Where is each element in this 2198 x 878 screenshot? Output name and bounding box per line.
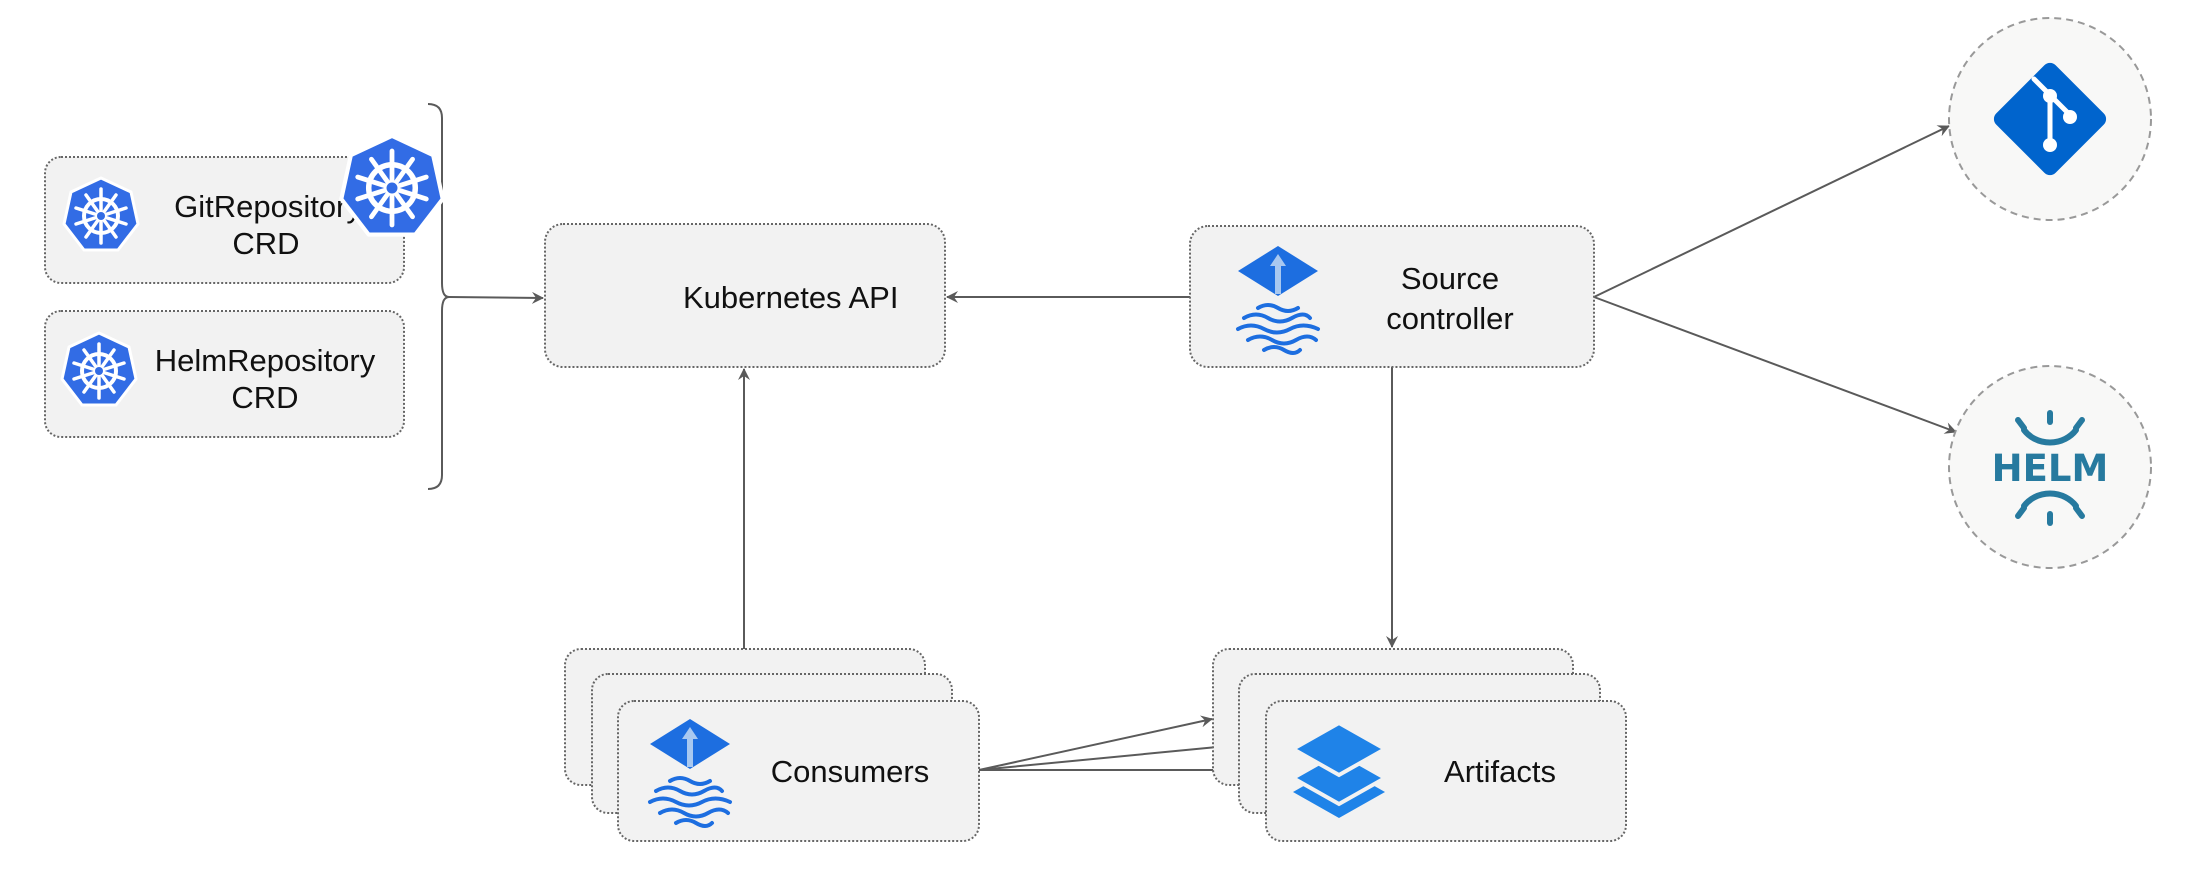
git-icon — [1993, 62, 2107, 176]
artifacts-label: Artifacts — [1444, 754, 1556, 789]
source-controller-label-line1: Source — [1401, 261, 1499, 296]
kubernetes-icon — [60, 331, 138, 407]
node-artifacts[interactable]: Artifacts — [1212, 648, 1627, 842]
layers-icon — [1288, 720, 1390, 818]
edge-source-controller-to-git — [1593, 125, 1950, 298]
node-kubernetes-api[interactable]: Kubernetes API — [341, 136, 946, 368]
helmrepository-crd-label-line1: HelmRepository — [155, 343, 376, 378]
source-controller-label-line2: controller — [1386, 301, 1514, 336]
helm-logo-text: HELM — [1992, 447, 2109, 490]
consumers-label: Consumers — [771, 754, 930, 789]
edge-source-controller-to-helm — [1593, 296, 1957, 434]
kubernetes-icon — [62, 176, 140, 252]
node-git[interactable] — [1948, 17, 2152, 221]
kubernetes-api-label: Kubernetes API — [683, 280, 898, 315]
node-source-controller[interactable]: Source controller — [1189, 225, 1595, 368]
helmrepository-crd-label-line2: CRD — [231, 380, 298, 415]
edge-consumers-to-artifacts-1 — [978, 715, 1213, 771]
edge-crds-to-kubernetes-api — [448, 291, 544, 304]
node-helmrepository-crd[interactable]: HelmRepository CRD — [44, 310, 405, 438]
edge-consumers-to-artifacts-2 — [978, 740, 1239, 771]
helm-icon — [2015, 410, 2085, 526]
gitrepository-crd-label-line2: CRD — [232, 226, 299, 261]
gitrepository-crd-label-line1: GitRepository — [174, 189, 362, 224]
node-consumers[interactable]: Consumers — [564, 648, 980, 842]
node-gitrepository-crd[interactable]: GitRepository CRD — [44, 156, 405, 284]
node-helm[interactable]: HELM — [1948, 365, 2152, 569]
kubernetes-icon — [341, 136, 442, 235]
